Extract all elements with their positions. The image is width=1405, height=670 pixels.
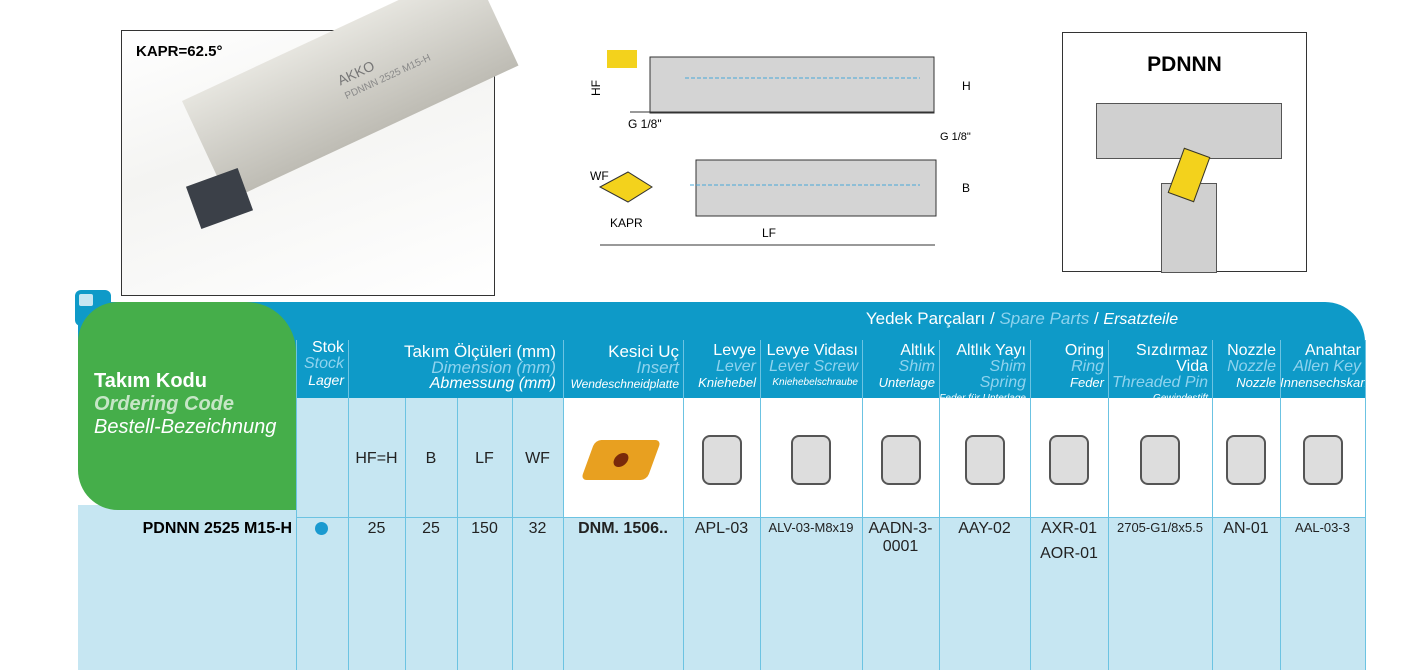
lever-icon (701, 435, 742, 485)
column-divider (512, 398, 513, 670)
part-value-1: ALV-03-M8x19 (768, 520, 854, 535)
code-tr: Takım Kodu (94, 370, 207, 392)
code-en: Ordering Code (94, 393, 235, 415)
part-value-3: AAY-02 (958, 520, 1011, 537)
dim-kapr: KAPR (610, 216, 643, 230)
schematic-title: PDNNN (1147, 53, 1222, 76)
dimension-header: Takım Ölçüleri (mm)Dimension (mm)Abmessu… (403, 342, 556, 392)
column-divider (405, 398, 406, 670)
lever-screw-icon (791, 435, 831, 485)
stock-dot-icon (315, 522, 328, 535)
col-b: B (425, 450, 437, 467)
wf-value: 32 (528, 520, 547, 537)
threaded-pin-icon (1140, 435, 1180, 485)
code-de: Bestell-Bezeichnung (94, 416, 277, 438)
column-divider (1212, 340, 1213, 670)
column-divider (760, 340, 761, 670)
row-divider (296, 517, 1365, 518)
part-value-6: AN-01 (1223, 520, 1269, 537)
column-divider (348, 340, 349, 670)
dim-b: B (962, 181, 970, 195)
dim-lf: LF (762, 226, 776, 240)
nozzle-icon (1226, 435, 1266, 485)
column-divider (1280, 340, 1281, 670)
part-value-2: AADN-3-0001 (868, 520, 933, 555)
part-value-4: AXR-01 (1040, 520, 1098, 537)
dim-g1: G 1/8" (628, 117, 662, 131)
ring-icon (1049, 435, 1089, 485)
technical-drawing: HF H G 1/8" G 1/8" WF B KAPR LF (590, 50, 971, 246)
pdnnn-schematic: PDNNN (1062, 32, 1307, 273)
hf-value: 25 (367, 520, 386, 537)
allen-key-icon (1302, 435, 1343, 485)
spare-parts-title: Yedek Parçaları / Spare Parts / Ersatzte… (865, 309, 1179, 328)
column-divider (457, 398, 458, 670)
col-wf: WF (525, 450, 550, 467)
ordering-code-header: Takım Kodu Ordering Code Bestell-Bezeich… (78, 302, 296, 510)
ordering-code-cell[interactable]: PDNNN 2525 M15-H (142, 520, 292, 537)
col-lf: LF (475, 450, 494, 467)
b-value: 25 (422, 520, 440, 537)
column-divider (296, 340, 297, 670)
column-divider (862, 340, 863, 670)
product-photo: KAPR=62.5° AKKO PDNNN 2525 M15-H (121, 0, 519, 296)
code-column-body (78, 505, 296, 670)
oring-value-2: AOR-01 (1040, 545, 1098, 562)
col-hf: HF=H (355, 450, 398, 467)
dim-h: H (962, 79, 971, 93)
column-divider (563, 340, 564, 670)
column-divider (1365, 340, 1366, 670)
shim-spring-icon (964, 435, 1005, 485)
column-divider (939, 340, 940, 670)
lf-value: 150 (471, 520, 498, 537)
part-value-7: AAL-03-3 (1295, 520, 1350, 535)
insert-value: DNM. 1506.. (578, 520, 668, 537)
dim-wf: WF (590, 169, 609, 183)
part-value-5: 2705-G1/8x5.5 (1116, 520, 1203, 535)
shim-icon (880, 435, 921, 485)
kapr-label: KAPR=62.5° (136, 43, 223, 60)
column-divider (1030, 340, 1031, 670)
part-value-0: APL-03 (694, 520, 749, 537)
dim-hf: HF (590, 80, 603, 96)
column-divider (1108, 340, 1109, 670)
column-divider (683, 340, 684, 670)
dim-g2: G 1/8" (940, 131, 971, 143)
